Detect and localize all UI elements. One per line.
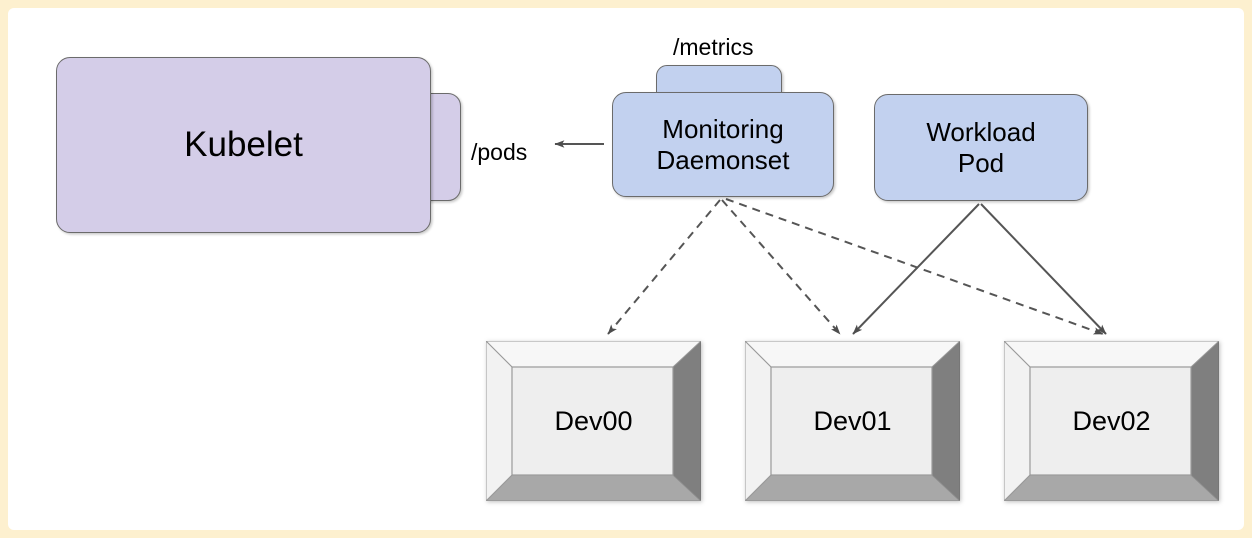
- device-frame-icon: [1004, 341, 1219, 501]
- edge-monitoring-to-dev01: [721, 199, 841, 335]
- device-frame-icon: [745, 341, 960, 501]
- node-monitoring-daemonset[interactable]: Monitoring Daemonset: [612, 92, 834, 197]
- edge-monitoring-to-dev02: [725, 198, 1104, 335]
- node-workload-line2: Pod: [957, 147, 1005, 178]
- label-pods: /pods: [471, 139, 528, 165]
- edge-workload-to-dev02: [980, 203, 1107, 335]
- node-workload-pod[interactable]: Workload Pod: [874, 94, 1088, 201]
- node-monitoring-line1: Monitoring: [662, 113, 784, 144]
- edge-workload-to-dev01: [852, 203, 980, 335]
- connector-layer: [554, 140, 1107, 335]
- diagram-canvas: Kubelet /pods /metrics Monitoring Daemon…: [8, 8, 1244, 530]
- node-workload-pod-label: Workload Pod: [926, 117, 1035, 178]
- label-metrics: /metrics: [673, 34, 754, 60]
- node-workload-line1: Workload: [926, 116, 1036, 147]
- node-kubelet[interactable]: Kubelet: [56, 57, 431, 233]
- device-dev01[interactable]: Dev01: [745, 341, 960, 501]
- node-kubelet-label: Kubelet: [184, 125, 303, 165]
- device-dev00[interactable]: Dev00: [486, 341, 701, 501]
- device-dev02[interactable]: Dev02: [1004, 341, 1219, 501]
- node-monitoring-daemonset-label: Monitoring Daemonset: [657, 114, 790, 175]
- edge-monitoring-to-dev00: [607, 199, 721, 335]
- device-frame-icon: [486, 341, 701, 501]
- node-monitoring-line2: Daemonset: [656, 144, 790, 175]
